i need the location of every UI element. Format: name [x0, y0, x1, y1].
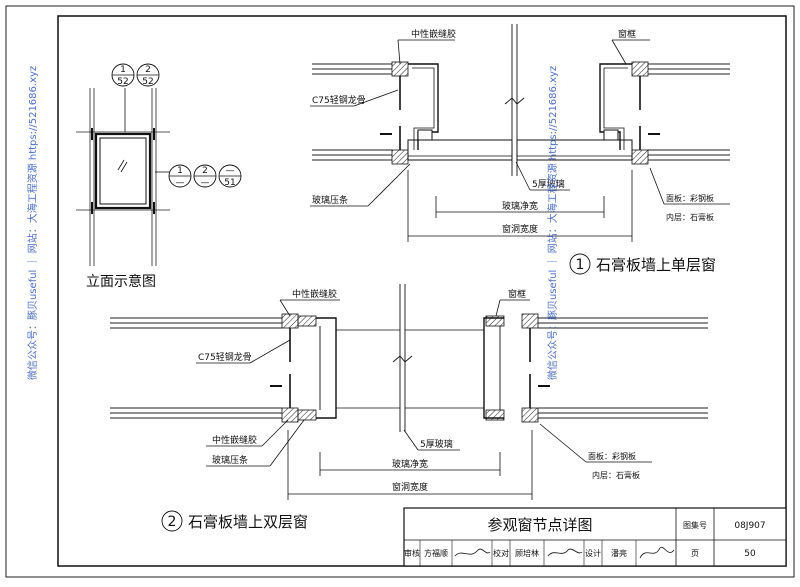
- callout-num: —: [226, 166, 235, 176]
- detail2-drawing: [110, 284, 708, 500]
- detail1-stud-label: C75轻钢龙骨: [312, 94, 366, 106]
- callout-sheet: 52: [142, 77, 153, 87]
- detail2-title: 石膏板墙上双层窗: [188, 513, 308, 531]
- detail2-opening-width-label: 窗洞宽度: [392, 481, 428, 493]
- title-block: [403, 507, 787, 567]
- design-signature: [639, 546, 675, 559]
- design-label: 设计: [585, 548, 601, 558]
- page-label: 页: [691, 549, 699, 558]
- callout-sheet: 52: [117, 77, 128, 87]
- callout-sheet: —: [176, 178, 185, 188]
- check-signature: [547, 548, 583, 557]
- detail1-title: 石膏板墙上单层窗: [596, 256, 716, 274]
- detail2-number-circle: [161, 510, 183, 532]
- detail1-sealant-label: 中性嵌缝胶: [411, 28, 456, 40]
- elevation-sketch: [76, 88, 170, 266]
- elevation-title: 立面示意图: [86, 273, 156, 290]
- page-number: 50: [744, 549, 756, 559]
- atlas-number: 08J907: [734, 521, 765, 531]
- window-outline: [94, 132, 152, 210]
- detail2-number: 2: [168, 514, 177, 530]
- detail2-face-label: 面板：彩钢板: [588, 451, 636, 461]
- detail1-bead-label: 玻璃压条: [312, 194, 348, 206]
- detail1-drawing: [310, 24, 730, 242]
- detail2-glass-label: 5厚玻璃: [420, 438, 453, 450]
- review-label: 审核: [404, 548, 420, 558]
- callout-sheet: —: [201, 178, 210, 188]
- callout-num: 1: [177, 166, 183, 176]
- sheet-title: 参观窗节点详图: [487, 516, 592, 534]
- callout-num: 2: [202, 166, 208, 176]
- detail1-opening-width-label: 窗洞宽度: [502, 223, 538, 235]
- detail2-inner-label: 内层：石膏板: [592, 470, 640, 480]
- review-signature: [454, 548, 491, 557]
- atlas-label: 图集号: [683, 520, 707, 530]
- callout-sheet: 51: [224, 178, 235, 188]
- detail2-bead-label: 玻璃压条: [212, 454, 248, 466]
- review-name: 方福顺: [424, 548, 448, 558]
- detail1-glass-width-label: 玻璃净宽: [502, 200, 538, 212]
- detail2-sealant-bottom-label: 中性嵌缝胶: [212, 434, 257, 446]
- design-name: 潘亮: [611, 548, 627, 558]
- detail2-frame-label: 窗框: [508, 288, 526, 300]
- detail2-glass-width-label: 玻璃净宽: [392, 458, 428, 470]
- sheet-border: [5, 5, 795, 578]
- check-label: 校对: [493, 548, 509, 558]
- detail1-glass-label: 5厚玻璃: [532, 178, 565, 190]
- detail1-number-circle: [569, 253, 591, 275]
- callout-num: 2: [145, 65, 151, 75]
- elevation-callouts-top: 1 52 2 52: [111, 63, 160, 87]
- detail2-sealant-top-label: 中性嵌缝胶: [292, 288, 337, 300]
- detail1-number: 1: [576, 257, 585, 273]
- detail1-face-label: 面板：彩钢板: [666, 193, 714, 203]
- callout-num: 1: [120, 65, 126, 75]
- check-name: 顾培林: [515, 548, 539, 558]
- watermark-left: 微信公众号：豚贝useful ｜ 网站：大海工程资源 https://52168…: [26, 66, 39, 380]
- watermark-right: 微信公众号：豚贝useful ｜ 网站：大海工程资源 https://52168…: [546, 66, 559, 380]
- detail2-stud-label: C75轻钢龙骨: [198, 351, 252, 363]
- detail1-inner-label: 内层：石膏板: [666, 212, 714, 222]
- elevation-callouts-side: 1 — 2 — — 51: [168, 164, 242, 188]
- detail1-frame-label: 窗框: [618, 28, 636, 40]
